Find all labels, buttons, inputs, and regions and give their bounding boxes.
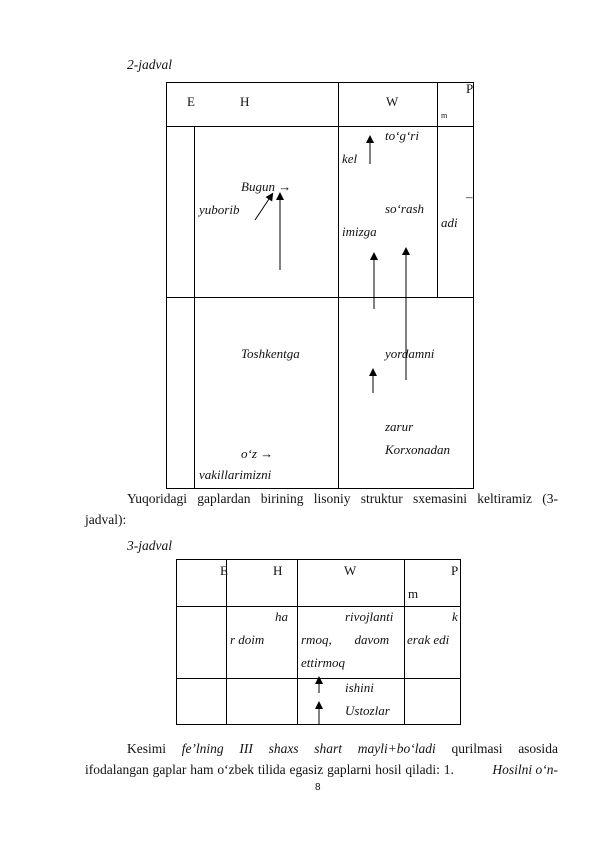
paragraph-2-word: III xyxy=(239,741,253,756)
paragraph-2-line2-italic: Hosilni o‘n- xyxy=(492,762,558,777)
paragraph-2-word: asosida xyxy=(518,741,558,756)
table-3-col-divider xyxy=(226,559,227,725)
table-3-r1-w-line1: rivojlanti xyxy=(345,609,394,624)
paragraph-2: Kesimi fe’lning III shaxs shart mayli+bo… xyxy=(85,738,558,780)
table-2-col-divider xyxy=(338,82,339,489)
table-3-r1-p-line1: k xyxy=(452,609,458,624)
paragraph-1: Yuqoridagi gaplardan birining lisoniy st… xyxy=(85,488,558,530)
table-2-header-e: E xyxy=(187,94,195,109)
table-2-r1-w-line3: so‘rash xyxy=(385,201,425,216)
paragraph-2-word: qurilmasi xyxy=(451,741,503,756)
paragraph-1-line1: Yuqoridagi gaplardan birining lisoniy st… xyxy=(127,491,558,506)
table-2-border xyxy=(166,82,474,489)
table-2-col-divider xyxy=(437,82,438,297)
table-3-r1-p-line2: erak edi xyxy=(407,632,450,647)
table-3-header-p: P xyxy=(451,563,459,578)
table-2-col-divider xyxy=(194,126,195,489)
paragraph-2-word: shaxs xyxy=(268,741,299,756)
table-2-r2-w-line2: zarur xyxy=(385,419,414,434)
table-3-r2-w-line1: ishini xyxy=(345,680,374,695)
table-2-row-divider xyxy=(166,297,474,298)
table-3-header-e: E xyxy=(220,563,228,578)
table-2-row-divider xyxy=(166,126,474,127)
table-3-row-divider xyxy=(176,606,461,607)
table-3-header-h: H xyxy=(273,563,283,578)
table-2-r2-h-line1: Toshkentga xyxy=(241,346,300,361)
paragraph-1-line2: jadval): xyxy=(85,512,127,527)
paragraph-2-word: mayli+bo‘ladi xyxy=(357,741,436,756)
table-2-r1-p-line2: adi xyxy=(441,215,458,230)
paragraph-2-word: Kesimi xyxy=(127,741,166,756)
table-3-caption: 3-jadval xyxy=(127,538,172,553)
table-2-r2-w-line3: Korxonadan xyxy=(385,442,450,457)
paragraph-2-word: shart xyxy=(314,741,343,756)
table-2-header-m: m xyxy=(441,111,448,120)
table-3-col-divider xyxy=(404,559,405,725)
table-3-r1-w-line3: ettirmoq xyxy=(301,655,346,670)
page-number: 8 xyxy=(315,782,321,793)
table-2-r2-h-line3: vakillarimizni xyxy=(199,467,272,482)
paragraph-2-line2-text: ifodalangan gaplar ham o‘zbek tilida ega… xyxy=(85,762,454,777)
table-2-header-w: W xyxy=(386,94,399,109)
table-3-border xyxy=(176,559,461,725)
table-2-r1-h-line1: Bugun → xyxy=(241,179,292,194)
table-2-r1-w-line2: kel xyxy=(342,151,358,166)
table-3-r1-h-line1: ha xyxy=(275,609,288,624)
table-2-caption: 2-jadval xyxy=(127,57,172,72)
table-3-header-m: m xyxy=(408,586,419,601)
table-2-r1-w-line4: imizga xyxy=(342,224,377,239)
table-2-header-p: P xyxy=(466,81,474,96)
table-3-r1-h-line2: r doim xyxy=(230,632,265,647)
paragraph-2-line2: ifodalangan gaplar ham o‘zbek tilida ega… xyxy=(85,759,558,780)
table-3-col-divider xyxy=(297,559,298,725)
table-2-arrow xyxy=(254,192,274,221)
table-3-r1-w-line2: rmoq, davom xyxy=(301,632,390,647)
table-2-r1-h-line2: yuborib xyxy=(199,202,240,217)
paragraph-2-line1: Kesimi fe’lning III shaxs shart mayli+bo… xyxy=(85,738,558,759)
table-2-r2-w-line1: yordamni xyxy=(385,346,435,361)
table-2-header-h: H xyxy=(240,94,250,109)
paragraph-2-word: fe’lning xyxy=(181,741,224,756)
table-3-header-w: W xyxy=(344,563,357,578)
table-2-r1-p-line1: – xyxy=(466,189,473,204)
table-2-r1-w-line1: to‘g‘ri xyxy=(385,128,419,143)
table-2-r2-h-line2: o‘z → xyxy=(241,446,274,461)
table-3-r2-w-line2: Ustozlar xyxy=(345,703,390,718)
